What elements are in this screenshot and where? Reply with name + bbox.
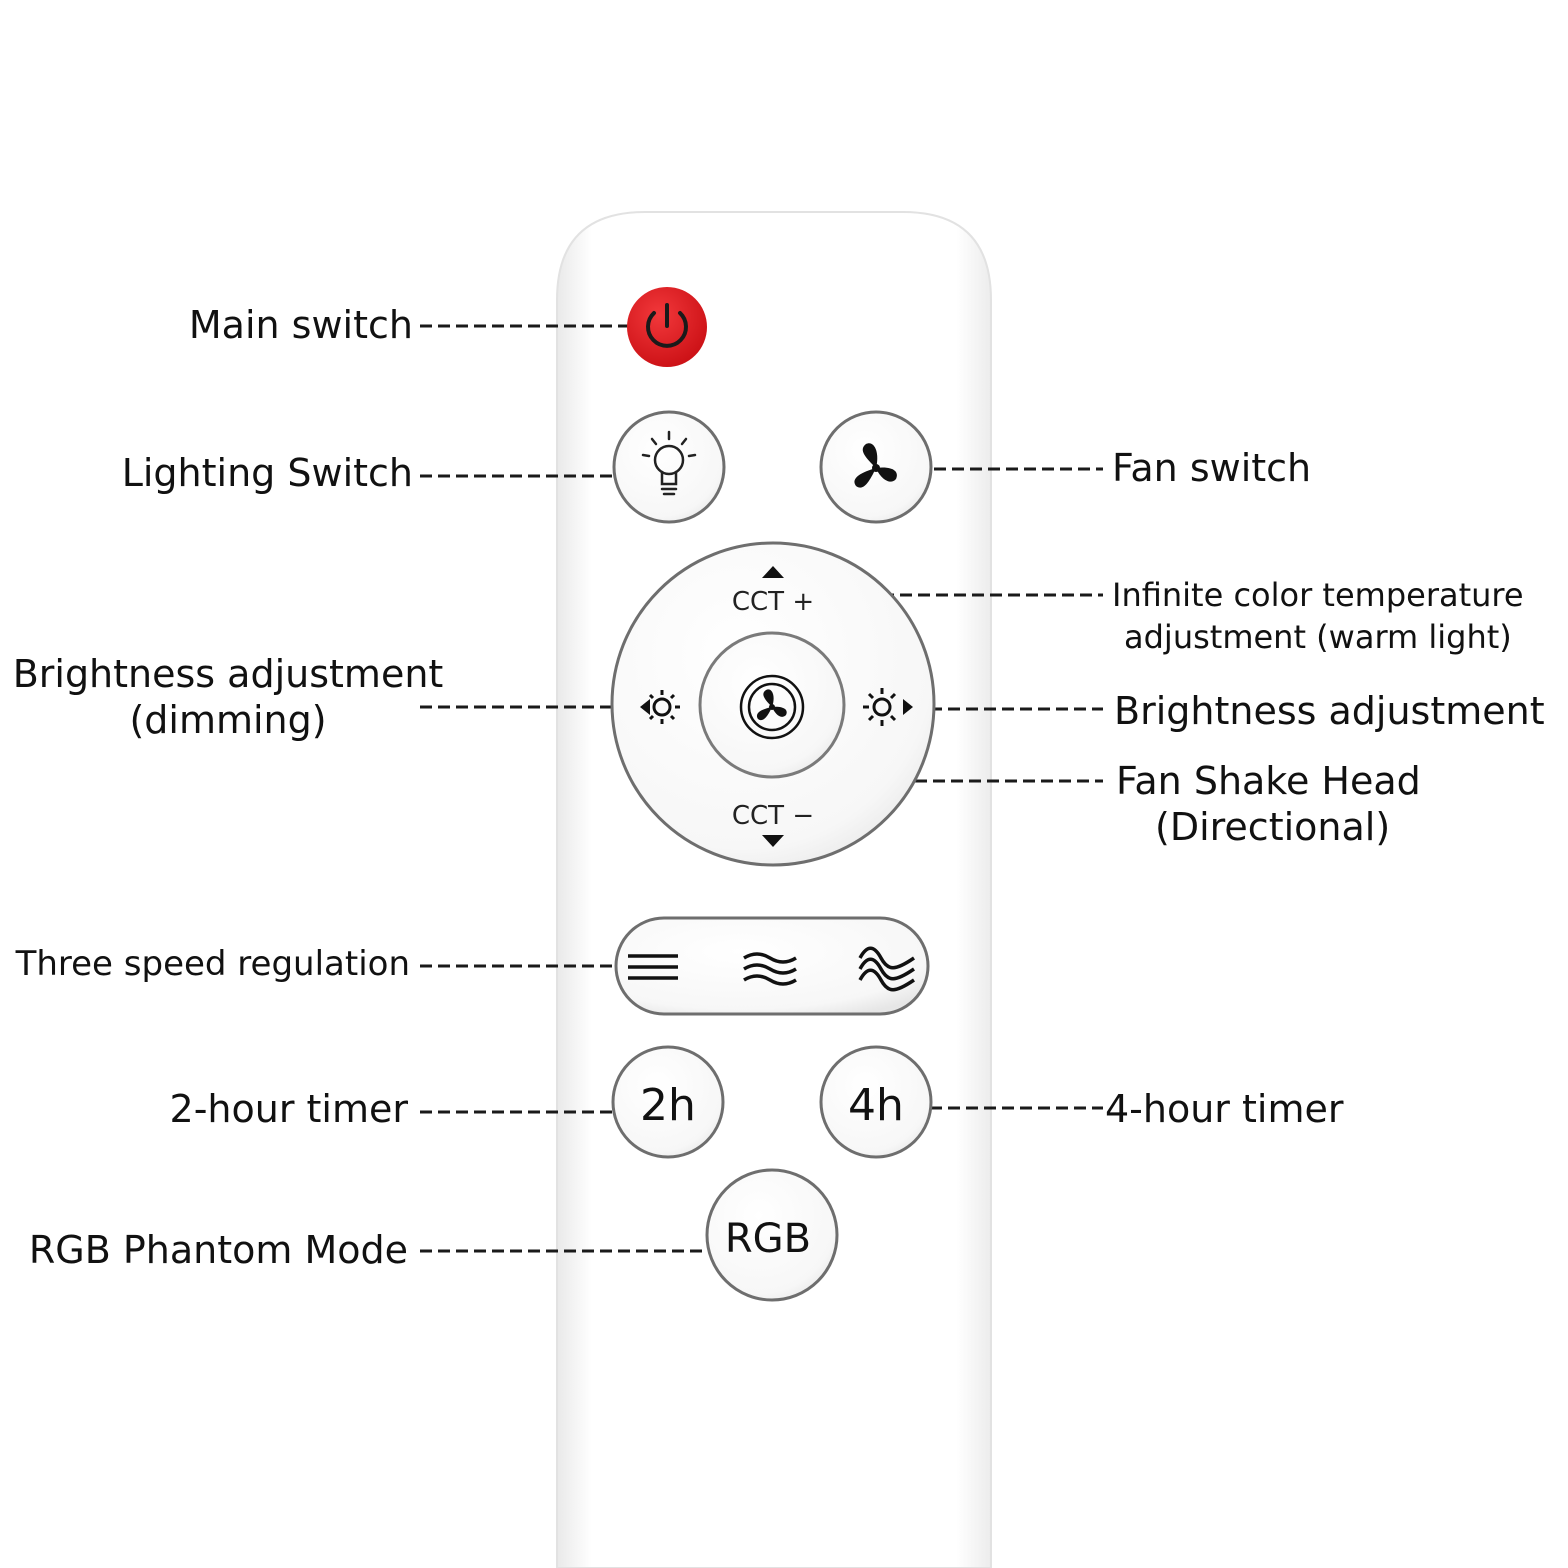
arrow-up-icon bbox=[762, 566, 784, 578]
speed-2-button[interactable] bbox=[743, 952, 797, 986]
timer-4h-button[interactable]: 4h bbox=[819, 1045, 933, 1159]
label-shake-line1: Fan Shake Head bbox=[1116, 759, 1421, 803]
arrow-down-icon bbox=[762, 835, 784, 847]
speed-3-icon bbox=[858, 946, 915, 992]
cct-minus-button[interactable]: CCT − bbox=[732, 801, 814, 847]
rgb-button[interactable]: RGB bbox=[705, 1168, 839, 1302]
timer-2h-button[interactable]: 2h bbox=[611, 1045, 725, 1159]
speed-2-icon bbox=[743, 952, 797, 986]
speed-1-icon bbox=[628, 954, 678, 980]
cct-plus-button[interactable]: CCT + bbox=[732, 566, 814, 617]
label-three-speed: Three speed regulation bbox=[15, 944, 410, 984]
cct-plus-label: CCT + bbox=[732, 587, 814, 617]
brightness-down-button[interactable] bbox=[640, 690, 680, 724]
label-cct-line1: Infinite color temperature bbox=[1112, 576, 1524, 614]
leader-shake-head bbox=[786, 728, 1103, 783]
power-icon bbox=[646, 303, 688, 348]
brightness-up-icon bbox=[863, 688, 897, 726]
label-cct-line2: adjustment (warm light) bbox=[1124, 618, 1512, 656]
dpad: CCT + CCT − bbox=[610, 541, 936, 867]
label-lighting-switch: Lighting Switch bbox=[121, 451, 413, 495]
cct-minus-label: CCT − bbox=[732, 801, 814, 831]
fan-oscillate-icon bbox=[739, 674, 805, 740]
label-brightness: Brightness adjustment bbox=[1114, 689, 1545, 733]
speed-1-button[interactable] bbox=[628, 954, 678, 980]
label-dimming-line1: Brightness adjustment bbox=[12, 652, 444, 696]
label-fan-switch: Fan switch bbox=[1112, 446, 1312, 490]
speed-3-button[interactable] bbox=[858, 946, 915, 992]
label-main-switch: Main switch bbox=[188, 303, 413, 347]
speed-bar bbox=[614, 916, 930, 1016]
arrow-right-icon bbox=[903, 699, 913, 715]
timer-2h-label: 2h bbox=[640, 1080, 696, 1131]
timer-4h-label: 4h bbox=[848, 1080, 904, 1131]
lighting-switch-button[interactable] bbox=[612, 410, 726, 524]
label-2h-timer: 2-hour timer bbox=[169, 1087, 408, 1131]
fan-icon bbox=[854, 443, 897, 488]
label-dimming-line2: (dimming) bbox=[129, 698, 327, 742]
label-rgb-mode: RGB Phantom Mode bbox=[28, 1228, 408, 1272]
brightness-down-icon bbox=[648, 690, 680, 724]
bulb-icon bbox=[641, 430, 697, 496]
rgb-label: RGB bbox=[725, 1216, 811, 1262]
fan-shake-head-button[interactable] bbox=[698, 631, 846, 779]
label-4h-timer: 4-hour timer bbox=[1105, 1087, 1344, 1131]
remote-body bbox=[556, 211, 992, 1568]
brightness-up-button[interactable] bbox=[863, 688, 913, 726]
label-shake-line2: (Directional) bbox=[1155, 805, 1391, 849]
power-button[interactable] bbox=[627, 287, 707, 367]
fan-switch-button[interactable] bbox=[819, 410, 933, 524]
arrow-left-icon bbox=[640, 699, 650, 715]
leader-lines bbox=[420, 324, 1103, 1253]
